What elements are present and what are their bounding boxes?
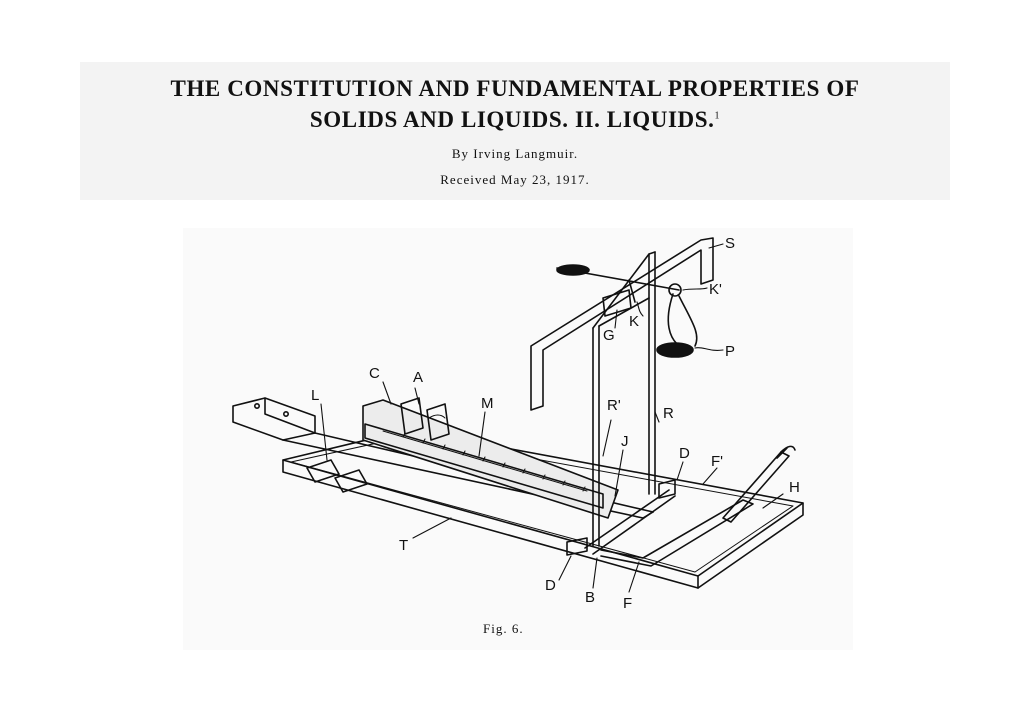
inner-trough — [362, 399, 619, 519]
label-C: C — [369, 365, 380, 382]
label-B: B — [585, 589, 595, 606]
received-date: Received May 23, 1917. — [440, 172, 590, 187]
clamp-C — [400, 397, 424, 435]
torsion-head — [556, 264, 590, 276]
apparatus-figure: S K' K G P C A L M R' R J D F' H T D B F… — [183, 228, 853, 650]
footnote-mark: 1 — [714, 110, 721, 122]
left-block — [232, 397, 316, 441]
float-D-top — [658, 479, 676, 499]
strips-L — [306, 459, 368, 493]
float-D-bottom — [566, 537, 588, 556]
label-M: M — [481, 395, 494, 412]
label-K-prime: K' — [709, 281, 722, 298]
rod-R-prime — [592, 325, 600, 547]
label-F-prime: F' — [711, 453, 723, 470]
paper-title-line-2: SOLIDS AND LIQUIDS. II. LIQUIDS.1 — [80, 107, 950, 133]
label-R-prime: R' — [607, 397, 621, 414]
pan-P — [656, 342, 694, 358]
label-D-bottom: D — [545, 577, 556, 594]
paper-title-line-1: THE CONSTITUTION AND FUNDAMENTAL PROPERT… — [170, 76, 860, 101]
label-D-top: D — [679, 445, 690, 462]
tray-outline — [282, 429, 804, 577]
label-R: R — [663, 405, 674, 422]
plate-S — [530, 237, 714, 411]
label-K: K — [629, 313, 639, 330]
handle-H — [722, 451, 790, 523]
label-J: J — [621, 433, 629, 450]
tray-right-wall — [697, 502, 804, 589]
label-S: S — [725, 235, 735, 252]
author-byline: By Irving Langmuir. — [451, 146, 579, 161]
mirror-G — [602, 289, 632, 317]
label-L: L — [311, 387, 319, 404]
trough-apparatus-drawing: S K' K G P C A L M R' R J D F' H T D B F — [232, 235, 804, 612]
paper-header: THE CONSTITUTION AND FUNDAMENTAL PROPERT… — [80, 62, 950, 200]
label-G: G — [603, 327, 615, 344]
paper-title-line-2-text: SOLIDS AND LIQUIDS. II. LIQUIDS. — [309, 107, 715, 132]
clamp-A — [426, 403, 450, 441]
label-F: F — [623, 595, 632, 612]
figure-caption: Fig. 6. — [483, 621, 524, 636]
label-H: H — [789, 479, 800, 496]
label-P: P — [725, 343, 735, 360]
tray-front-wall — [282, 459, 699, 589]
label-T: T — [399, 537, 408, 554]
wire-frame — [592, 251, 656, 329]
pan-string — [667, 293, 698, 347]
rod-R — [648, 251, 656, 495]
label-A: A — [413, 369, 423, 386]
